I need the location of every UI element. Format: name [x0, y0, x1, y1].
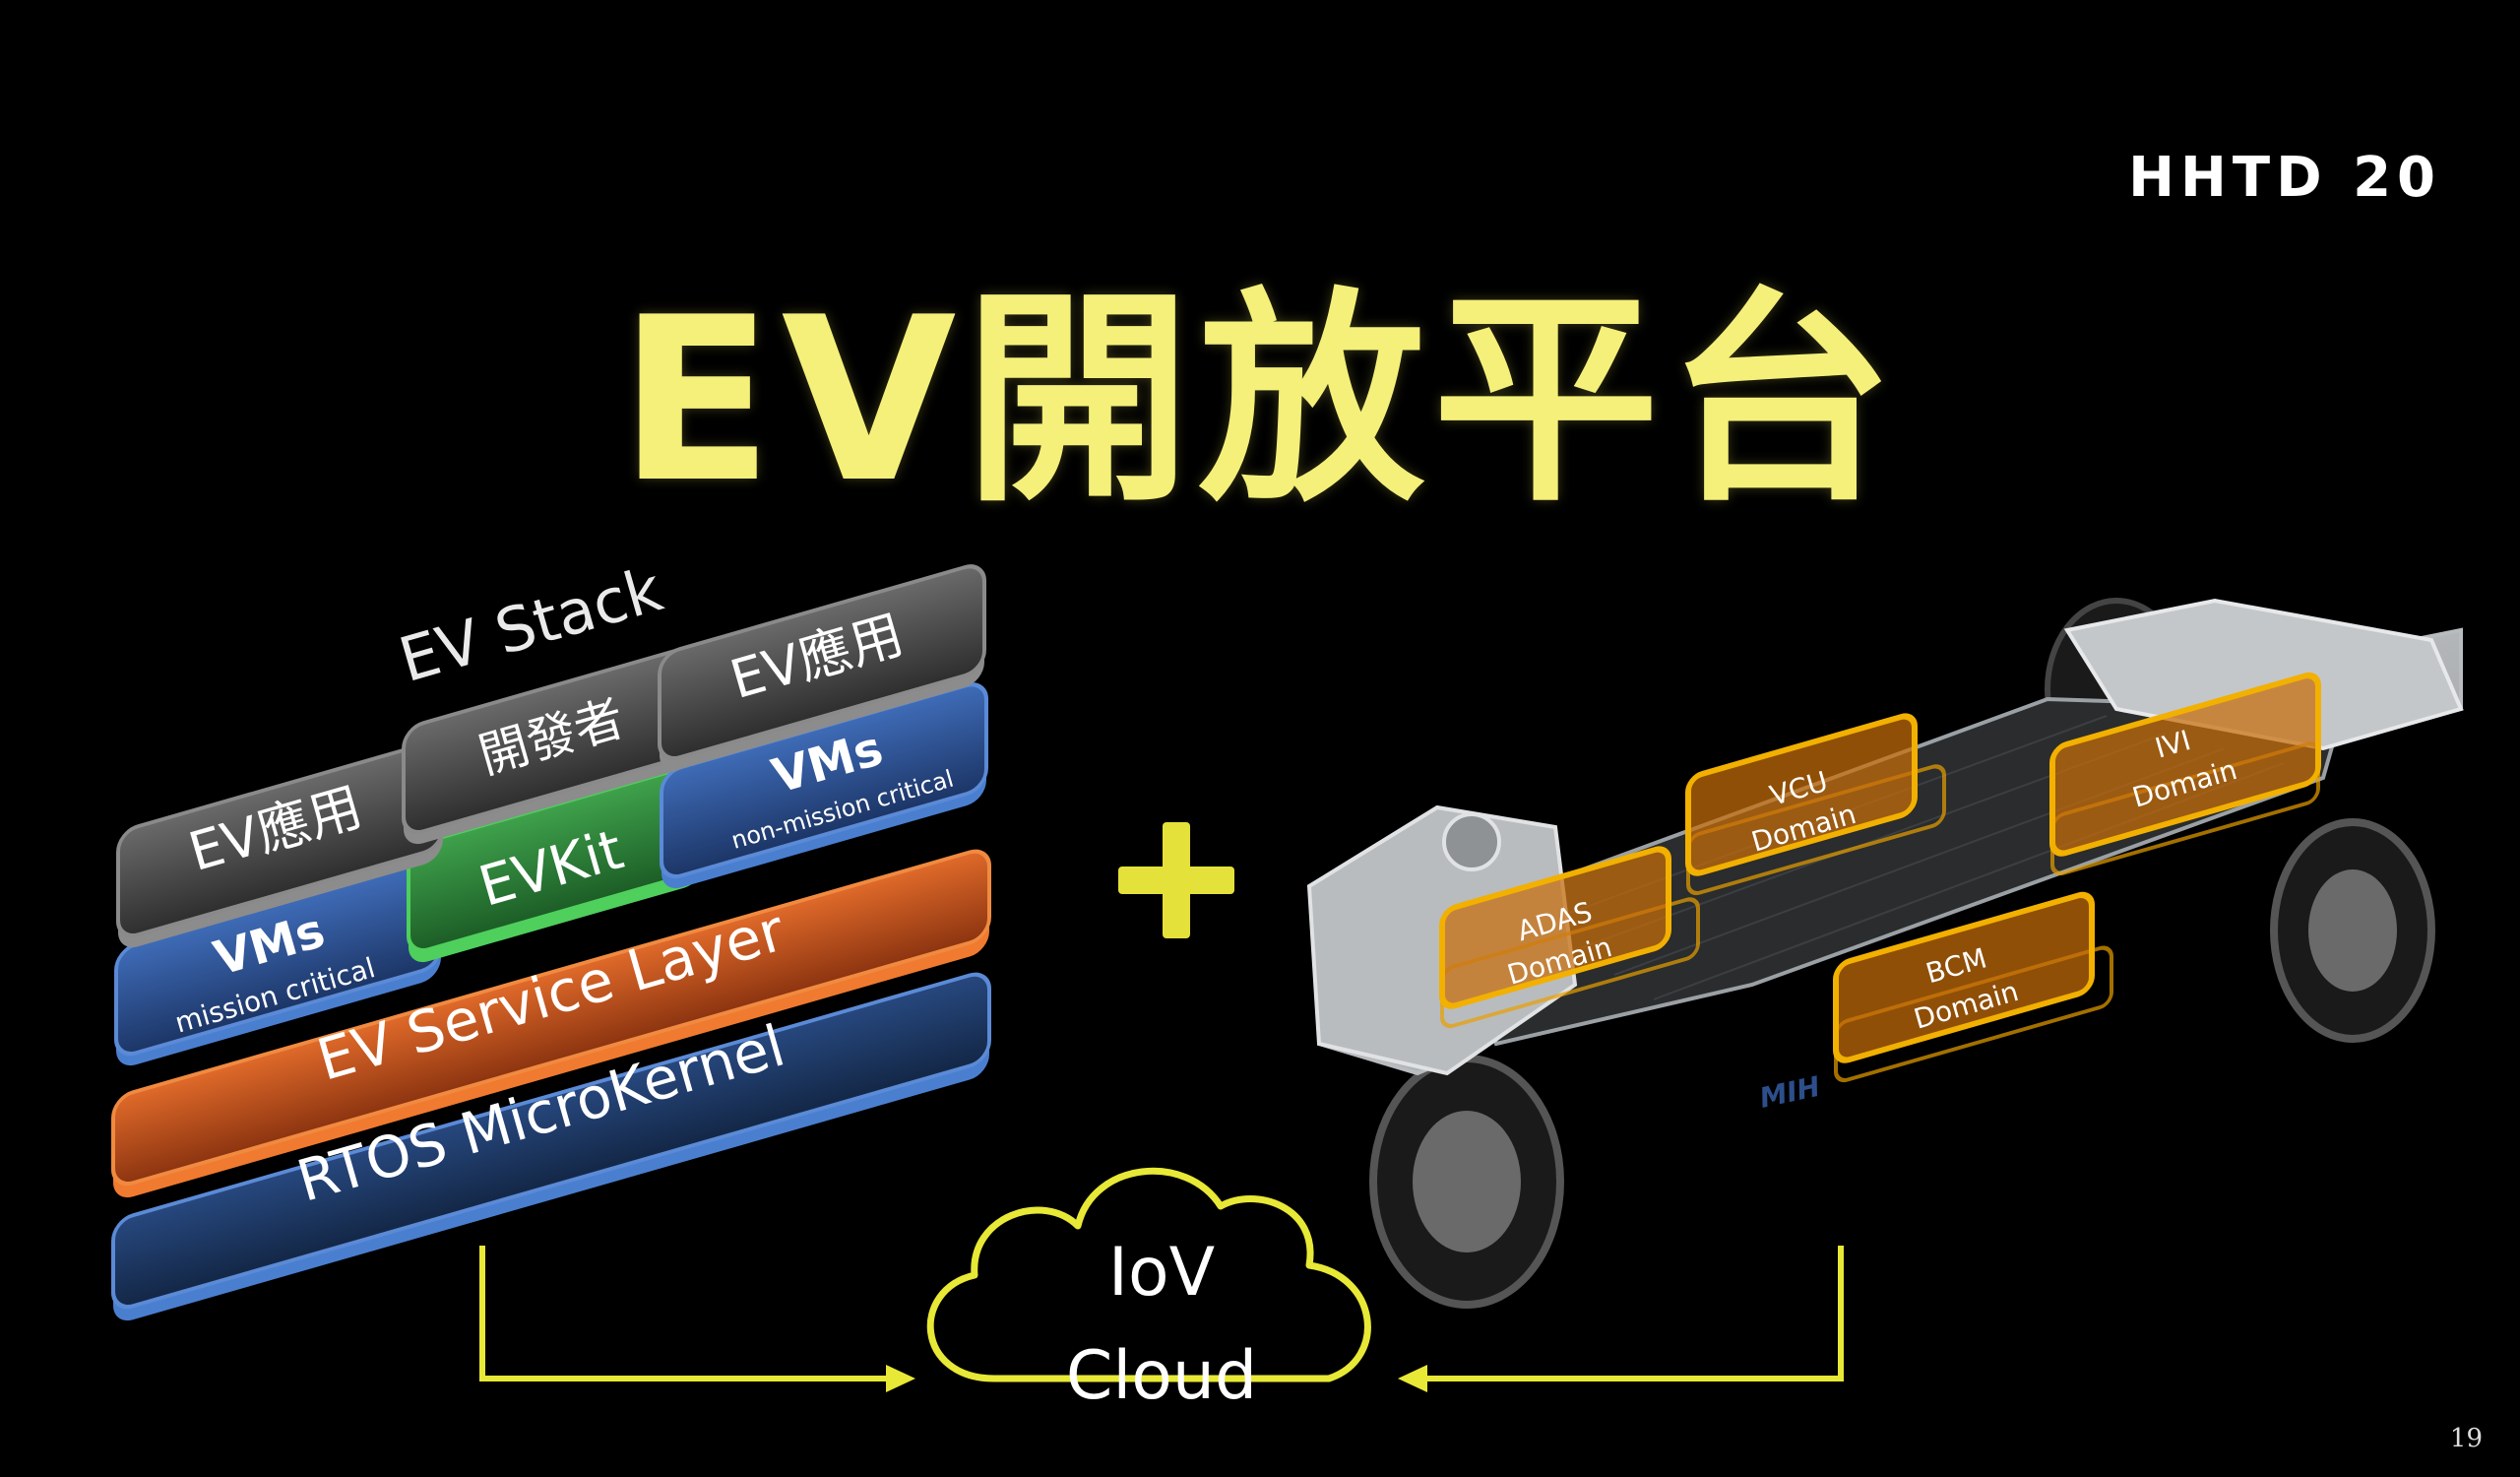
ev-stack-diagram: RTOS MicroKernel EV Service Layer VMs mi… — [111, 553, 991, 1321]
arrow-right-to-cloud — [1422, 1246, 1844, 1381]
adas-domain-box — [1439, 846, 1700, 1029]
mih-brand: MIH — [1757, 1070, 1823, 1115]
arrow-right-head — [1398, 1365, 1427, 1392]
service-layer — [111, 849, 991, 1198]
vcu-domain-box — [1685, 713, 1946, 896]
slide-title: EV開放平台 — [618, 270, 1902, 533]
ev-app-right-tile — [658, 564, 986, 771]
cloud-line1: IoV — [1108, 1234, 1215, 1312]
wheel-rim — [2308, 869, 2397, 992]
ivi-domain-box — [2049, 672, 2321, 876]
iov-cloud — [926, 1167, 1371, 1382]
wheel-rim — [1413, 1111, 1521, 1252]
event-logo: HHTD 20 — [2128, 146, 2441, 210]
ev-chassis-image: MIH ADAS Domain VCU Domain BCM Domain — [1306, 598, 2464, 1309]
ev-app-left-tile — [116, 741, 445, 948]
bcm-domain-box — [1833, 891, 2113, 1083]
cloud-line2: Cloud — [1066, 1337, 1257, 1415]
page-number: 19 — [2449, 1424, 2483, 1453]
plus-icon — [1118, 822, 1234, 938]
suspension-mount — [1442, 812, 1501, 871]
arrow-left-to-cloud — [479, 1246, 891, 1381]
rear-subframe — [2063, 598, 2464, 751]
arrow-left-head — [886, 1365, 915, 1392]
rtos-layer — [111, 972, 991, 1321]
